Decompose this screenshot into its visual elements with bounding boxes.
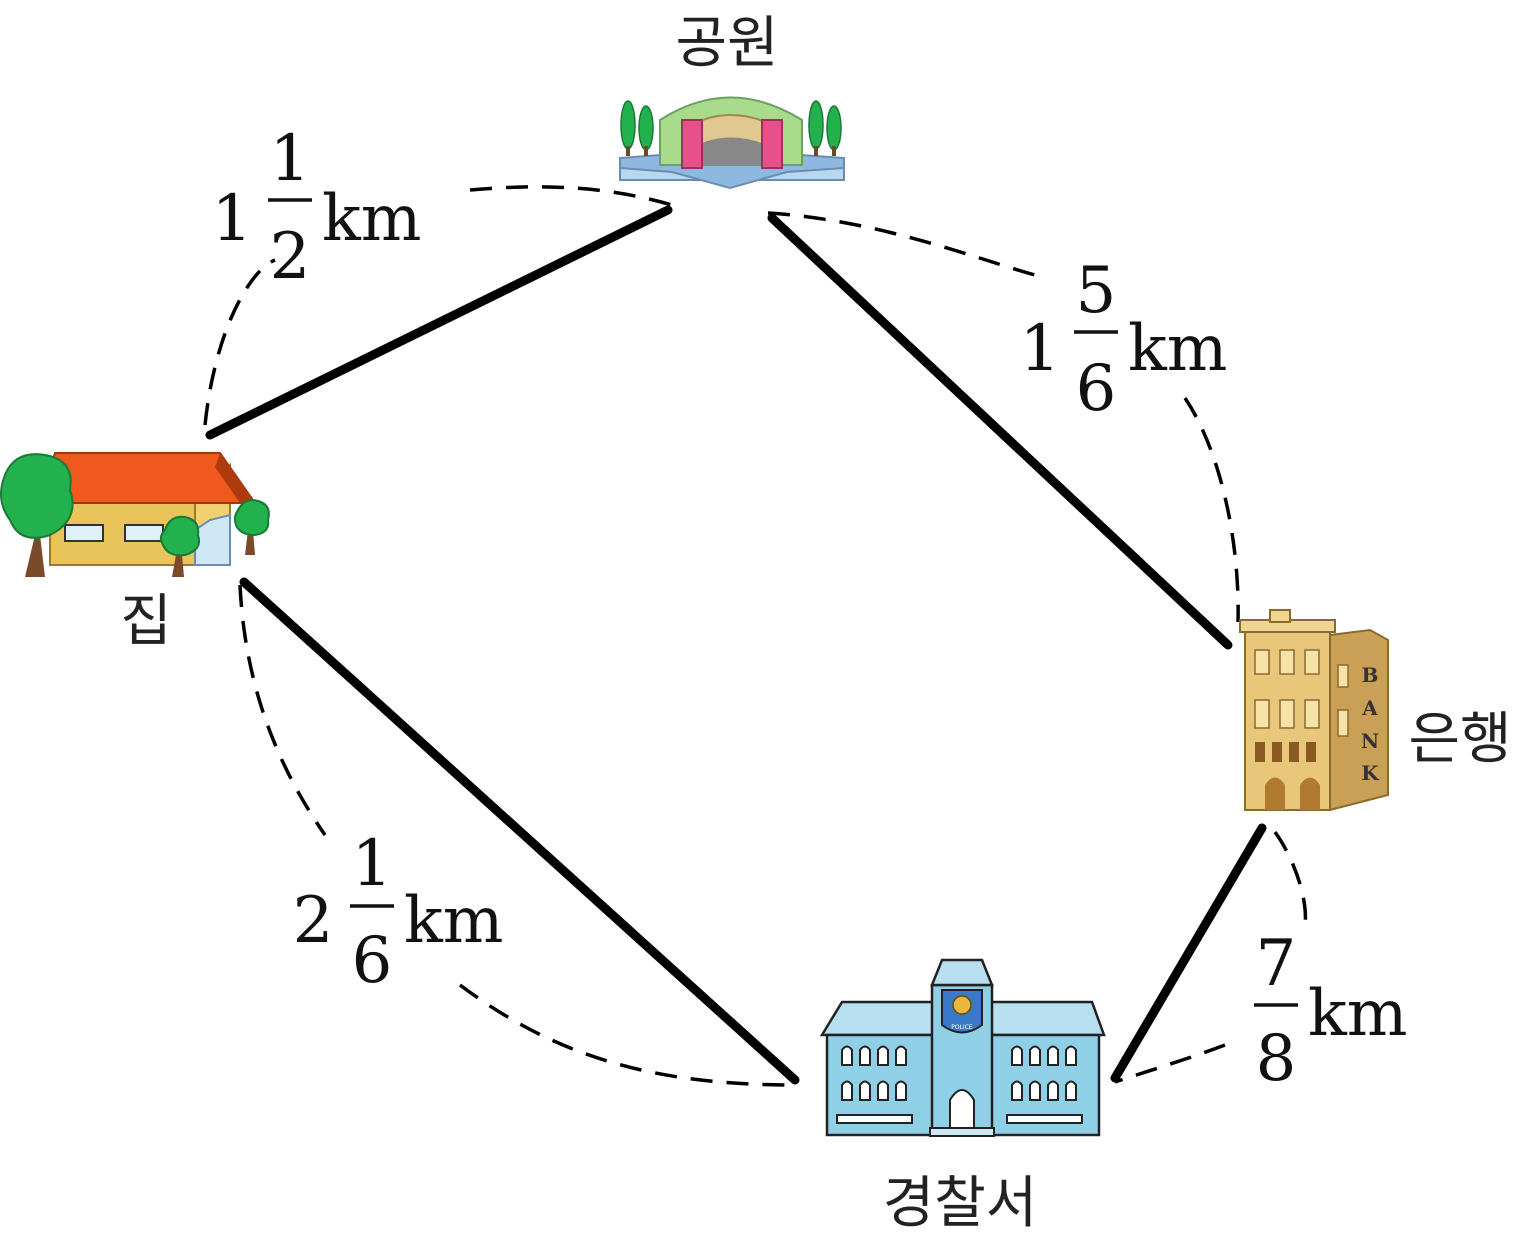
police-station-icon: POLICE [819, 958, 1106, 1137]
arc-home-police [238, 584, 796, 1087]
route-lines [205, 205, 1267, 1085]
whole-number: 2 [293, 884, 334, 958]
arc-park-bank [767, 211, 1240, 623]
route-home-police [239, 577, 800, 1085]
bank-icon: B A N K [1239, 609, 1389, 812]
numerator: 1 [270, 122, 311, 196]
whole-number: 1 [212, 182, 253, 256]
route-home-park [205, 205, 673, 440]
svg-text:POLICE: POLICE [951, 1024, 973, 1031]
whole-number: 1 [1020, 312, 1061, 386]
park-icon [619, 96, 845, 190]
police-label: 경찰서 [883, 1171, 1038, 1236]
denominator: 2 [270, 220, 311, 294]
svg-text:N: N [1361, 729, 1379, 753]
svg-text:A: A [1361, 696, 1378, 720]
unit: km [1128, 312, 1227, 386]
numerator: 7 [1256, 927, 1297, 1001]
distance-home-park: 1 1 2 km [212, 122, 422, 294]
arc-bank-police [1114, 830, 1308, 1084]
route-bank-police [1110, 823, 1267, 1083]
unit: km [322, 182, 421, 256]
bank-sign: B [1362, 663, 1379, 687]
denominator: 6 [352, 924, 393, 998]
svg-text:K: K [1361, 761, 1379, 785]
distance-home-police: 2 1 6 km [293, 827, 504, 998]
dashed-arcs [203, 185, 1308, 1087]
unit: km [1308, 977, 1407, 1051]
home-label: 집 [120, 589, 172, 654]
park-label: 공원 [675, 11, 778, 76]
house-icon [0, 452, 270, 577]
distance-park-bank: 1 5 6 km [1020, 254, 1228, 426]
numerator: 1 [352, 827, 393, 901]
denominator: 6 [1076, 352, 1117, 426]
distance-bank-police: 7 8 km [1254, 927, 1407, 1096]
numerator: 5 [1076, 254, 1117, 328]
arc-home-park [203, 185, 673, 426]
bank-label: 은행 [1408, 707, 1511, 772]
unit: km [404, 884, 503, 958]
route-park-bank [767, 213, 1233, 650]
denominator: 8 [1256, 1022, 1297, 1096]
